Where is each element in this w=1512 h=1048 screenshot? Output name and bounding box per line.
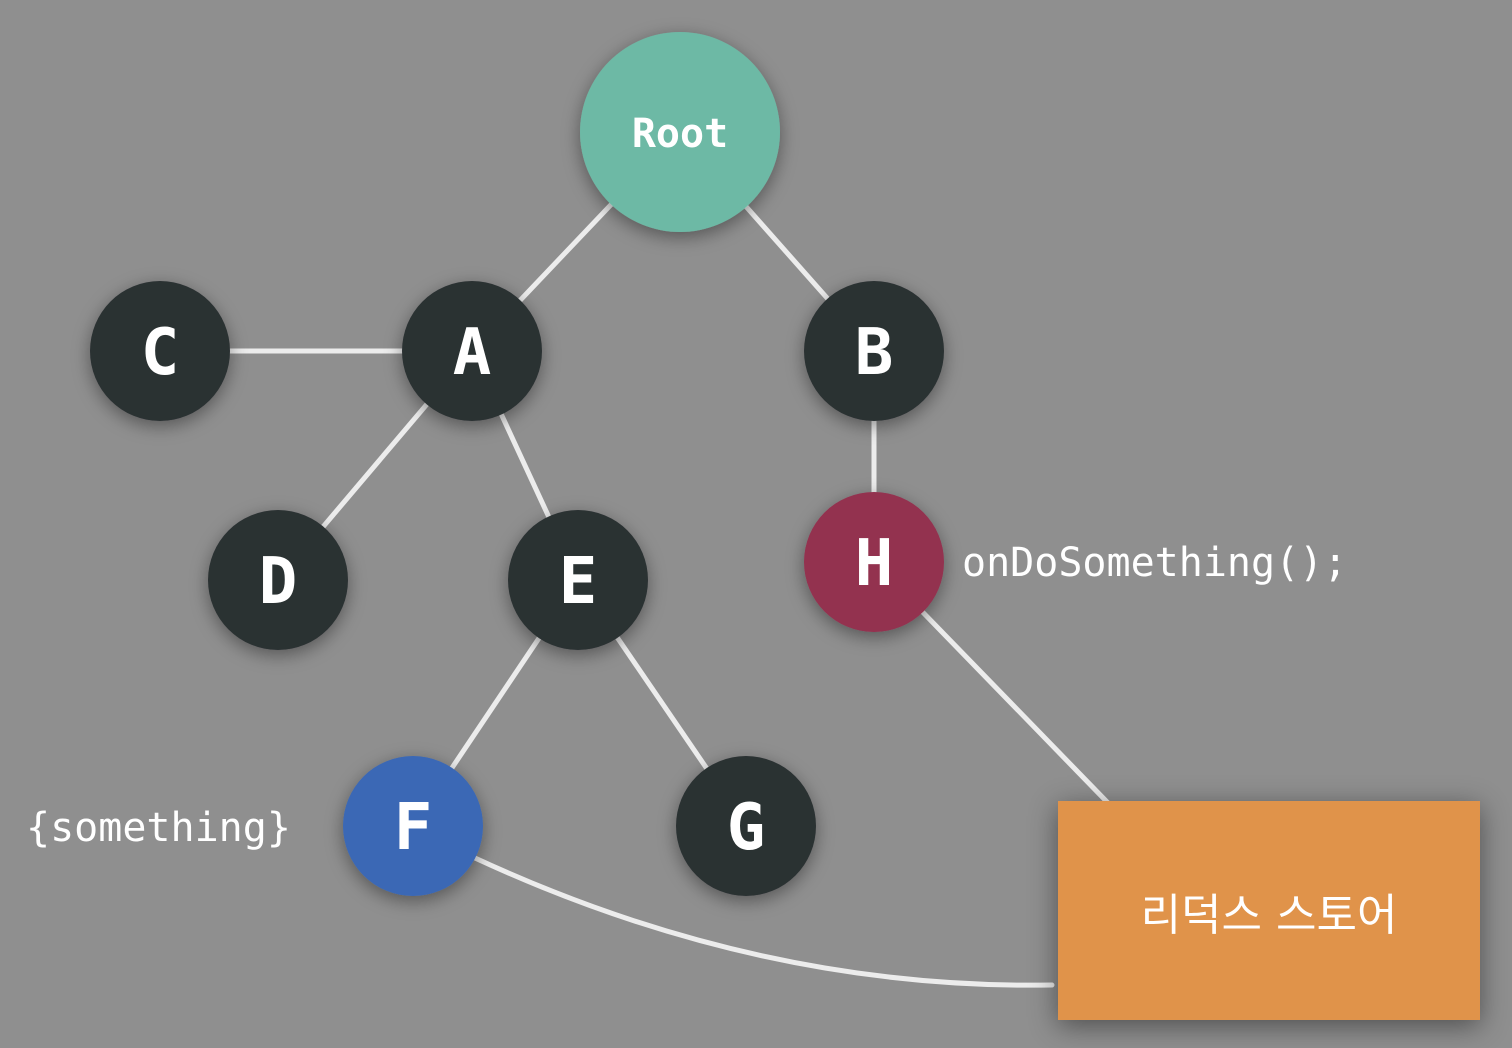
edge-f-store (472, 855, 1055, 988)
node-b-circle (804, 281, 944, 421)
node-a-label: A (453, 316, 492, 390)
node-e-label: E (559, 545, 598, 619)
node-d: D (208, 510, 348, 650)
node-h-circle (804, 492, 944, 632)
node-b-label: B (855, 316, 894, 390)
node-root-label: Root (632, 111, 728, 157)
node-f-label: F (394, 791, 433, 865)
node-root-circle (580, 32, 780, 232)
node-c-circle (90, 281, 230, 421)
f-state-label: {something} (26, 805, 291, 851)
node-h-label: H (855, 527, 894, 601)
node-g: G (676, 756, 816, 896)
node-f: F (343, 756, 483, 896)
node-c: C (90, 281, 230, 421)
node-g-circle (676, 756, 816, 896)
redux-store-box: 리덕스 스토어 (1058, 801, 1480, 1020)
node-e-circle (508, 510, 648, 650)
node-a: A (402, 281, 542, 421)
node-root: Root (580, 32, 780, 232)
node-h: H (804, 492, 944, 632)
h-action-label: onDoSomething(); (962, 540, 1347, 586)
node-f-circle (343, 756, 483, 896)
node-g-label: G (727, 791, 766, 865)
node-d-circle (208, 510, 348, 650)
node-d-label: D (259, 545, 298, 619)
node-b: B (804, 281, 944, 421)
node-a-circle (402, 281, 542, 421)
node-e: E (508, 510, 648, 650)
node-c-label: C (141, 316, 180, 390)
redux-store-label: 리덕스 스토어 (1140, 889, 1398, 941)
